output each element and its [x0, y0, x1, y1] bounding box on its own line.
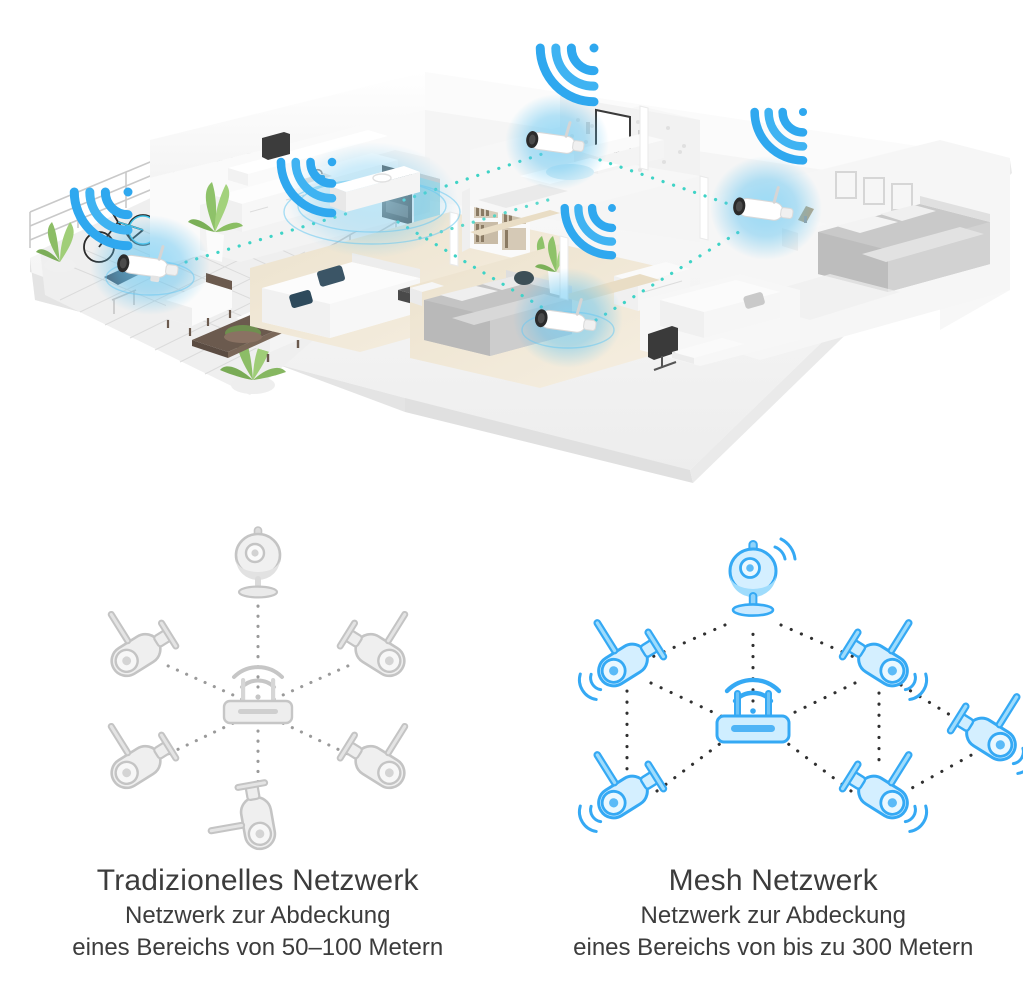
traditional-caption: Tradizionelles Netzwerk Netzwerk zur Abd… [0, 862, 516, 964]
living-sofa [262, 253, 420, 338]
traditional-network-panel [0, 505, 516, 987]
network-comparison [0, 505, 1031, 987]
mesh-router [715, 677, 791, 744]
house-illustration [29, 43, 1012, 483]
mesh-subtitle-line1: Netzwerk zur Abdeckung [640, 902, 906, 929]
captions-row: Tradizionelles Netzwerk Netzwerk zur Abd… [0, 862, 1031, 964]
traditional-router [222, 665, 293, 725]
camera-master-bedroom [733, 186, 794, 221]
mesh-caption: Mesh Netzwerk Netzwerk zur Abdeckung ein… [516, 862, 1031, 964]
mesh-network-panel [516, 505, 1031, 987]
balcony-plant-left [36, 222, 76, 272]
wifi-arcs [69, 43, 808, 260]
house-scene [29, 43, 1012, 483]
traditional-bullet-left-upper [107, 610, 180, 678]
traditional-bullet-bottom [207, 779, 276, 851]
traditional-bullet-left-lower [107, 722, 180, 790]
mesh-subtitle-line2: eines Bereichs von bis zu 300 Metern [573, 934, 974, 961]
mesh-bullet-far-right [947, 693, 1024, 775]
study-area [640, 274, 800, 371]
mesh-bullet-left-upper [578, 619, 668, 701]
traditional-indoor-camera-top [234, 526, 282, 599]
mesh-bullet-right-lower [839, 751, 929, 833]
camera-bathroom [526, 121, 585, 154]
camera-balcony [117, 245, 179, 283]
mesh-indoor-camera-top [728, 537, 797, 617]
traditional-bullet-right-upper [336, 610, 408, 678]
traditional-title: Tradizionelles Netzwerk [96, 864, 419, 897]
mesh-links [625, 623, 977, 795]
mesh-diagram-wrap [516, 505, 1031, 860]
mesh-bullet-right-upper [839, 619, 929, 701]
mesh-title: Mesh Netzwerk [668, 864, 878, 897]
traditional-bullet-right-lower [336, 722, 408, 790]
desk-chair [648, 326, 678, 371]
nvr-device [330, 166, 420, 212]
traditional-diagram-wrap [0, 505, 516, 860]
mesh-network-diagram [578, 537, 1024, 833]
camera-bedroom [534, 298, 597, 333]
traditional-subtitle-line2: eines Bereichs von 50–100 Metern [72, 934, 444, 961]
traditional-links [164, 603, 352, 803]
traditional-network-diagram [107, 526, 408, 851]
traditional-subtitle-line1: Netzwerk zur Abdeckung [125, 902, 391, 929]
master-bed [818, 196, 990, 292]
mesh-bullet-left-lower [578, 751, 668, 833]
kitchen-plant [188, 182, 243, 262]
